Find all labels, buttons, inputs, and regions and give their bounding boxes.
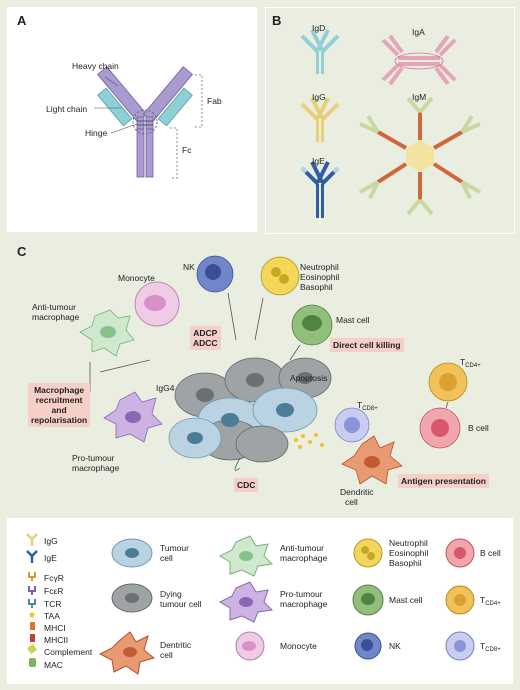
adcc-label: ADCC [193, 338, 218, 348]
tcd8-label: TCD8+ [357, 400, 378, 414]
dendritic-label-1: Dendritic [340, 487, 374, 497]
legend-monocyte: Monocyte [280, 641, 317, 651]
legend-tcd4-letter: T [480, 595, 486, 605]
panel-b-label: B [272, 13, 282, 28]
legend-pro-tumour-2: macrophage [280, 599, 328, 609]
panel-a [7, 7, 257, 232]
legend-fcgr: FcγR [44, 573, 64, 583]
legend-neutrophil-3: Basophil [389, 558, 422, 568]
legend-tcd8-letter: T [480, 641, 486, 651]
fab-label: Fab [207, 96, 222, 106]
legend-tcr: TCR [44, 599, 62, 609]
igd-label: IgD [312, 23, 326, 33]
monocyte-label: Monocyte [118, 273, 155, 283]
adcp-adcc-box: ADCP ADCC [190, 326, 221, 350]
neutrophil-label-3: Basophil [300, 282, 333, 292]
pro-tumour-label-2: macrophage [72, 463, 120, 473]
anti-tumour-macrophage-cell [79, 309, 135, 357]
pro-tumour-macrophage-cell [103, 391, 163, 443]
fc-label: Fc [182, 145, 192, 155]
igg-label: IgG [312, 92, 326, 102]
ige-label: IgE [312, 156, 325, 166]
monocyte-cell [134, 281, 180, 327]
arrows [89, 292, 449, 471]
panel-c-label: C [17, 244, 27, 259]
macrophage-box: Macrophage recruitment and repolarisatio… [28, 383, 91, 427]
legend-neutrophil-2: Eosinophil [389, 548, 429, 558]
legend-neutrophil-1: Neutrophil [389, 538, 428, 548]
legend-tcd4-sub: CD4+ [485, 601, 501, 607]
legend-dendritic-2: cell [160, 650, 173, 660]
anti-tumour-label-1: Anti-tumour [32, 302, 76, 312]
legend-panel [7, 518, 513, 684]
iga-label: IgA [412, 27, 425, 37]
macrophage-box-line-3: and [51, 405, 67, 415]
legend-mhcii: MHCII [44, 635, 69, 645]
taa-dots [294, 433, 324, 449]
tcd8-sub: CD8+ [362, 406, 378, 412]
legend-nk: NK [389, 641, 401, 651]
panel-a-label: A [17, 13, 27, 28]
legend-mhci: MHCI [44, 623, 66, 633]
legend-b-cell: B cell [480, 548, 501, 558]
dendritic-cell [341, 435, 403, 485]
legend-tcd8-sub: CD8+ [485, 647, 501, 653]
tcd4-label: TCD4+ [460, 357, 481, 371]
legend-anti-tumour-2: macrophage [280, 553, 328, 563]
macrophage-box-line-1: Macrophage [34, 385, 85, 395]
cdc-box: CDC [234, 478, 259, 492]
legend-tumour-1: Tumour [160, 543, 189, 553]
neutrophil-cell [260, 256, 300, 296]
legend-ige: IgE [44, 553, 57, 563]
nk-label: NK [183, 262, 195, 272]
b-cell-label: B cell [468, 423, 489, 433]
heavy-chain-label: Heavy chain [72, 61, 119, 71]
dendritic-label-2: cell [345, 497, 358, 507]
legend-dying-1: Dying [160, 589, 182, 599]
tcd8-letter: T [357, 400, 363, 410]
light-chain-label: Light chain [46, 104, 88, 114]
legend-dendritic-1: Dentritic [160, 640, 192, 650]
legend-tumour-2: cell [160, 553, 173, 563]
igm-label: IgM [412, 92, 427, 102]
anti-tumour-label-2: macrophage [32, 312, 80, 322]
legend-tcd8: TCD8+ [480, 641, 501, 655]
legend-tcd4: TCD4+ [480, 595, 501, 609]
mast-cell [291, 304, 333, 346]
nk-cell [196, 255, 234, 293]
tcd4-letter: T [460, 357, 466, 367]
direct-cell-killing-box: Direct cell killing [330, 338, 404, 352]
legend-mac: MAC [44, 660, 63, 670]
tcd4-sub: CD4+ [465, 363, 481, 369]
adcp-label: ADCP [193, 328, 218, 338]
macrophage-box-line-2: recruitment [35, 395, 83, 405]
legend-mast-cell: Mast cell [389, 595, 423, 605]
panel-b [265, 7, 515, 234]
macrophage-box-line-4: repolarisation [31, 415, 88, 425]
antigen-presentation-box: Antigen presentation [398, 474, 490, 488]
mast-cell-label: Mast cell [336, 315, 370, 325]
pro-tumour-label-1: Pro-tumour [72, 453, 115, 463]
legend-fcer: FcεR [44, 586, 64, 596]
legend-dying-2: tumour cell [160, 599, 202, 609]
hinge-label: Hinge [85, 128, 108, 138]
b-cell [419, 407, 461, 449]
neutrophil-label-1: Neutrophil [300, 262, 339, 272]
legend-anti-tumour-1: Anti-tumour [280, 543, 324, 553]
legend-complement: Complement [44, 647, 93, 657]
igg4-label: IgG4 [156, 383, 175, 393]
legend-taa: TAA [44, 611, 60, 621]
apoptosis-label: Apoptosis [290, 373, 328, 383]
legend-igg: IgG [44, 536, 58, 546]
legend-pro-tumour-1: Pro-tumour [280, 589, 323, 599]
neutrophil-label-2: Eosinophil [300, 272, 340, 282]
